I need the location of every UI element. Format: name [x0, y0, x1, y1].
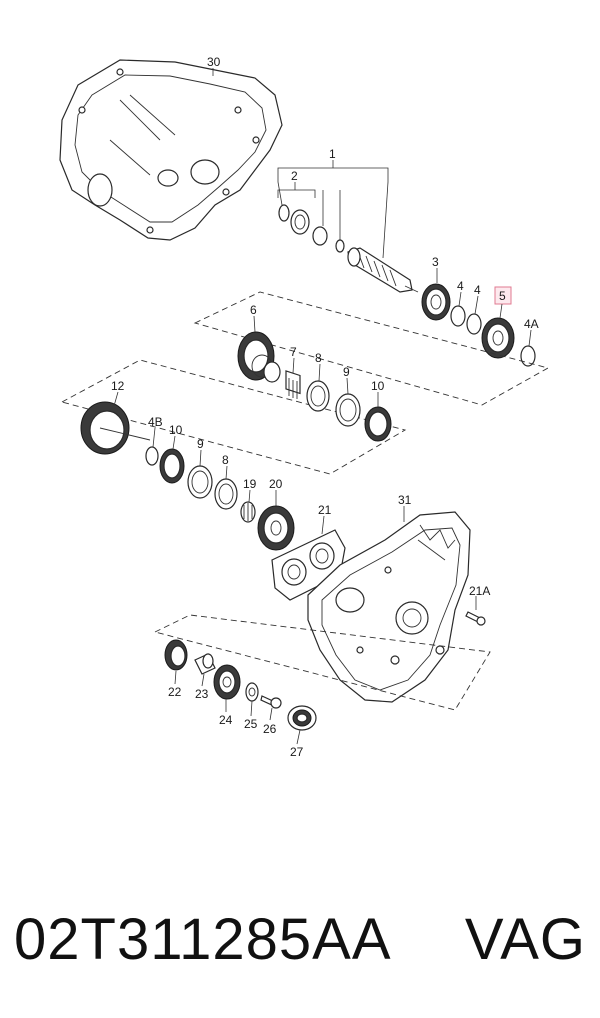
needle-bearing-7	[285, 370, 301, 399]
callout-8b: 8	[222, 453, 229, 467]
ring-4A	[520, 345, 536, 367]
callout-19: 19	[243, 477, 257, 491]
synchro-ring-8a	[306, 380, 330, 412]
callout-8a: 8	[315, 351, 322, 365]
callout-10a: 10	[371, 379, 385, 393]
synchro-ring-9b	[187, 465, 213, 499]
part-number: 02T311285AA	[14, 907, 392, 972]
callout-4b: 4	[474, 283, 481, 297]
callout-12: 12	[111, 379, 125, 393]
exploded-parts-diagram: 30 1 2 3 4	[59, 55, 550, 759]
synchro-hub-10b	[159, 448, 185, 484]
callout-25: 25	[244, 717, 258, 731]
gear-22	[164, 639, 188, 671]
callout-9a: 9	[343, 365, 350, 379]
footer: 02T311285AA VAG	[0, 900, 600, 980]
gear-20	[257, 505, 295, 551]
callout-23: 23	[195, 687, 209, 701]
ring-4B	[145, 446, 159, 466]
bearing-plate-21	[271, 529, 346, 601]
ring-4b	[466, 313, 482, 335]
synchro-hub-10a	[364, 406, 392, 442]
gear-3	[421, 283, 451, 321]
callout-22: 22	[168, 685, 182, 699]
brand-name: VAG	[464, 907, 586, 972]
dashed-group-box-3	[153, 614, 491, 711]
callout-21A: 21A	[469, 584, 490, 598]
highlight-box-5	[494, 286, 512, 305]
needle-bearing-19	[240, 501, 256, 523]
bracket-1	[277, 160, 389, 259]
bracket-2	[277, 182, 341, 245]
callout-27: 27	[290, 745, 304, 759]
gear-12	[80, 401, 151, 455]
callout-21: 21	[318, 503, 332, 517]
callout-5: 5	[499, 289, 506, 303]
callout-6: 6	[250, 303, 257, 317]
callout-20: 20	[269, 477, 283, 491]
bearing-27	[287, 705, 317, 731]
callout-26: 26	[263, 722, 277, 736]
bolt-21A	[465, 611, 486, 626]
input-shaft	[347, 247, 419, 293]
housing-31	[307, 511, 471, 703]
callout-7: 7	[290, 345, 297, 359]
callout-24: 24	[219, 713, 233, 727]
gear-6	[237, 331, 281, 383]
gear-5	[481, 317, 515, 359]
callout-10b: 10	[169, 423, 183, 437]
callout-9b: 9	[197, 437, 204, 451]
callout-31: 31	[398, 493, 412, 507]
callout-1: 1	[329, 147, 336, 161]
callout-4B: 4B	[148, 415, 163, 429]
housing-30	[59, 59, 283, 241]
callout-30: 30	[207, 55, 221, 69]
callout-2: 2	[291, 169, 298, 183]
synchro-ring-8b	[214, 478, 238, 510]
synchro-ring-9a	[335, 393, 361, 427]
dashed-group-box-1	[193, 291, 550, 406]
ring-4a	[450, 305, 466, 327]
bearing-set-2	[278, 204, 345, 253]
callout-3: 3	[432, 255, 439, 269]
callout-4a: 4	[457, 279, 464, 293]
washer-25	[245, 682, 259, 702]
callout-4A: 4A	[524, 317, 539, 331]
bolt-26	[260, 695, 282, 709]
dashed-group-box-2	[60, 359, 407, 475]
gear-24	[213, 664, 241, 700]
bushing-23	[194, 653, 216, 675]
